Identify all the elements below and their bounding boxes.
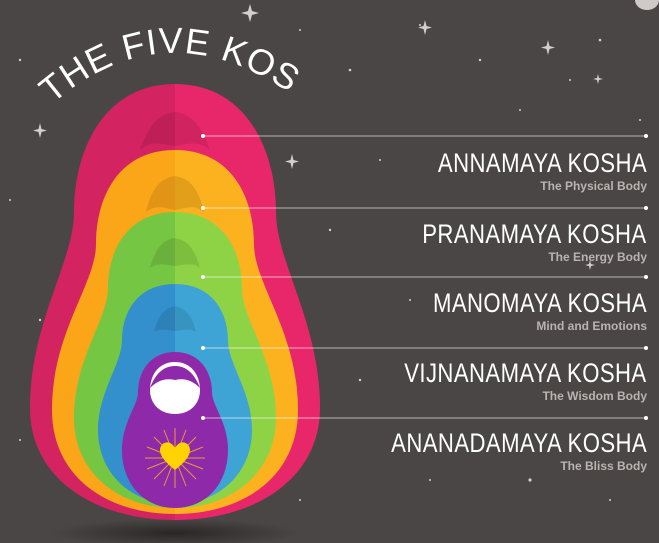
- kosha-subtitle: The Bliss Body: [560, 459, 647, 473]
- leader-dots: [201, 134, 648, 420]
- kosha-subtitle: Mind and Emotions: [536, 319, 647, 333]
- kosha-label-pranamaya: PRANAMAYA KOSHA The Energy Body: [373, 219, 647, 264]
- kosha-name: VIJNANAMAYA KOSHA: [404, 358, 647, 388]
- corner-button[interactable]: [635, 0, 659, 10]
- kosha-label-anandamaya: ANANADAMAYA KOSHA The Bliss Body: [335, 428, 647, 473]
- stars: [9, 4, 641, 501]
- kosha-name: MANOMAYA KOSHA: [432, 288, 647, 318]
- kosha-label-annamaya: ANNAMAYA KOSHA The Physical Body: [392, 148, 647, 193]
- kosha-name: PRANAMAYA KOSHA: [422, 219, 647, 249]
- doll-anandamaya: [122, 352, 228, 508]
- kosha-label-manomaya: MANOMAYA KOSHA Mind and Emotions: [386, 288, 647, 333]
- heart-icon: [160, 442, 190, 470]
- floor-shadow: [50, 519, 300, 543]
- kosha-name: ANANADAMAYA KOSHA: [391, 428, 647, 458]
- kosha-subtitle: The Physical Body: [540, 179, 647, 193]
- kosha-subtitle: The Energy Body: [548, 250, 647, 264]
- leader-lines: [203, 135, 646, 419]
- kosha-label-vijnanamaya: VIJNANAMAYA KOSHA The Wisdom Body: [351, 358, 647, 403]
- kosha-name: ANNAMAYA KOSHA: [437, 148, 647, 178]
- kosha-subtitle: The Wisdom Body: [542, 389, 647, 403]
